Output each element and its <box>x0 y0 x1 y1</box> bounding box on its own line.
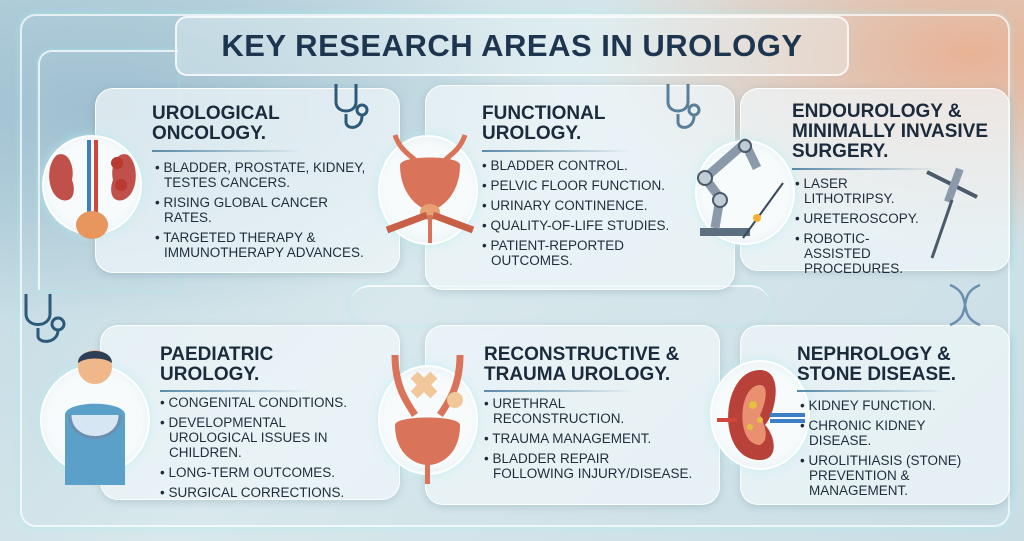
list-item: SURGICAL CORRECTIONS. <box>160 485 375 500</box>
connector-line <box>350 285 770 325</box>
child-icon <box>65 350 125 485</box>
list-item: DEVELOPMENTAL UROLOGICAL ISSUES IN CHILD… <box>160 415 375 460</box>
card-title: RECONSTRUCTIVE &TRAUMA UROLOGY. <box>484 345 679 385</box>
card-title-line: STONE DISEASE. <box>797 364 957 385</box>
title-banner: KEY RESEARCH AREAS IN UROLOGY <box>175 16 849 76</box>
card-title-line: NEPHROLOGY & <box>797 344 951 365</box>
divider <box>482 150 632 152</box>
list-item: BLADDER, PROSTATE, KIDNEY, TESTES CANCER… <box>155 160 370 190</box>
card-title-line: TRAUMA UROLOGY. <box>484 364 671 385</box>
robotic-arm-icon <box>697 138 784 239</box>
bullet-list: LASER LITHOTRIPSY. URETEROSCOPY. ROBOTIC… <box>795 176 935 281</box>
dna-icon <box>949 283 981 327</box>
kidney-stone-icon <box>717 370 805 460</box>
divider <box>792 168 942 170</box>
list-item: TARGETED THERAPY & IMMUNOTHERAPY ADVANCE… <box>155 230 370 260</box>
list-item: PATIENT-REPORTED OUTCOMES. <box>482 238 682 268</box>
card-title-line: UROLOGICAL <box>152 103 280 124</box>
list-item: ROBOTIC-ASSISTED PROCEDURES. <box>795 231 935 276</box>
bullet-list: URETHRAL RECONSTRUCTION. TRAUMA MANAGEME… <box>484 396 694 486</box>
card-title-line: SURGERY. <box>792 141 889 162</box>
connector-line <box>38 50 178 290</box>
divider <box>484 390 634 392</box>
card-title-line: UROLOGY. <box>482 123 582 144</box>
stethoscope-icon <box>24 294 66 343</box>
icon-circle <box>695 140 795 245</box>
stethoscope-icon <box>666 84 701 129</box>
bullet-list: CONGENITAL CONDITIONS. DEVELOPMENTAL URO… <box>160 395 375 505</box>
card-title-line: ONCOLOGY. <box>152 123 267 144</box>
bullet-list: KIDNEY FUNCTION. CHRONIC KIDNEY DISEASE.… <box>800 398 990 503</box>
list-item: TRAUMA MANAGEMENT. <box>484 431 694 446</box>
card-title-line: PAEDIATRIC <box>160 344 274 365</box>
outer-frame <box>20 14 1010 527</box>
kidney-tumor-icon <box>49 140 136 239</box>
list-item: LONG-TERM OUTCOMES. <box>160 465 375 480</box>
list-item: UROLITHIASIS (STONE) PREVENTION & MANAGE… <box>800 453 990 498</box>
list-item: CONGENITAL CONDITIONS. <box>160 395 375 410</box>
bandaged-bladder-icon <box>391 354 464 484</box>
stethoscope-icon <box>334 84 369 129</box>
card-title-line: FUNCTIONAL <box>482 103 606 124</box>
list-item: URETHRAL RECONSTRUCTION. <box>484 396 694 426</box>
card-title-line: ENDOUROLOGY & <box>792 101 962 122</box>
bullet-list: BLADDER CONTROL. PELVIC FLOOR FUNCTION. … <box>482 158 682 273</box>
list-item: RISING GLOBAL CANCER RATES. <box>155 195 370 225</box>
list-item: QUALITY-OF-LIFE STUDIES. <box>482 218 682 233</box>
list-item: LASER LITHOTRIPSY. <box>795 176 935 206</box>
list-item: PELVIC FLOOR FUNCTION. <box>482 178 682 193</box>
divider <box>797 390 947 392</box>
list-item: URINARY CONTINENCE. <box>482 198 682 213</box>
page-title: KEY RESEARCH AREAS IN UROLOGY <box>221 28 803 63</box>
list-item: BLADDER REPAIR FOLLOWING INJURY/DISEASE. <box>484 451 694 481</box>
card-title-line: RECONSTRUCTIVE & <box>484 344 680 365</box>
list-item: KIDNEY FUNCTION. <box>800 398 990 413</box>
bullet-list: BLADDER, PROSTATE, KIDNEY, TESTES CANCER… <box>155 160 370 265</box>
bladder-icon <box>385 134 475 243</box>
card-title-line: MINIMALLY INVASIVE <box>792 121 989 142</box>
list-item: BLADDER CONTROL. <box>482 158 682 173</box>
list-item: URETEROSCOPY. <box>795 211 935 226</box>
card-title-line: UROLOGY. <box>160 364 260 385</box>
divider <box>160 390 310 392</box>
card-title: NEPHROLOGY &STONE DISEASE. <box>797 345 956 385</box>
list-item: CHRONIC KIDNEY DISEASE. <box>800 418 990 448</box>
divider <box>152 150 302 152</box>
